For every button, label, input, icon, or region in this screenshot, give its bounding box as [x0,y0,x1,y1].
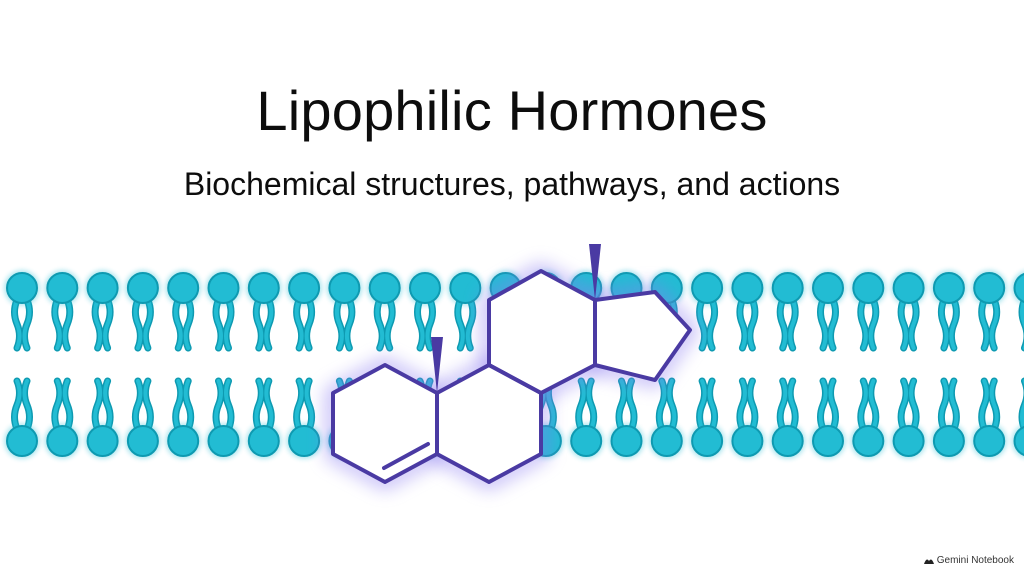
phospholipid [165,270,202,459]
lipid-head [6,272,38,304]
lipid-head [449,272,482,304]
lipid-head [6,425,38,457]
phospholipid [890,270,927,459]
phospholipid [971,270,1008,459]
lipid-head [46,425,79,457]
notebook-logo-icon [923,559,934,564]
double-bond [382,442,430,470]
lipid-head [771,272,804,304]
steroid-molecule-icon [326,244,699,490]
phospholipid [286,270,323,459]
phospholipid [1011,270,1024,459]
phospholipid [245,270,282,459]
lipid-head [650,425,683,457]
page-subtitle: Biochemical structures, pathways, and ac… [183,166,841,202]
lipid-head [1013,272,1024,304]
phospholipid [44,270,81,459]
page-title: Lipophilic Hormones [256,79,768,142]
phospholipid [124,270,161,459]
lipid-head [852,425,885,457]
lipid-head [126,425,159,457]
phospholipid [850,270,887,459]
lipid-head [328,272,361,304]
lipid-head [167,425,200,457]
lipid-head [731,272,764,304]
watermark-text: Gemini Notebook [936,555,1014,566]
lipid-head [610,425,643,457]
ring-d [593,290,692,382]
lipid-head [86,272,119,304]
lipid-head [86,425,119,457]
phospholipid [205,270,242,459]
lipid-head [207,425,240,457]
lipid-head [409,272,441,304]
methyl-wedge [431,337,443,393]
lipid-head [812,425,844,457]
lipid-head [973,425,1006,457]
lipid-head [207,272,240,304]
lipid-head [731,425,764,457]
lipid-head [812,272,844,304]
lipid-head [892,425,925,457]
phospholipid [84,270,121,459]
lipid-head [932,425,965,457]
phospholipid [769,270,806,459]
lipid-head [691,425,724,457]
lipid-head [691,272,724,304]
lipid-head [247,425,280,457]
lipid-head [288,425,321,457]
lipid-head [852,272,885,304]
lipid-head [771,425,804,457]
phospholipid [930,270,967,459]
lipid-head [570,425,603,457]
lipid-head [932,272,965,304]
lipid-head [167,272,200,304]
methyl-wedge [589,244,601,300]
lipid-head [126,272,159,304]
lipid-head [46,272,79,304]
phospholipid [729,270,766,459]
lipid-head [973,272,1006,304]
lipid-head [247,272,280,304]
lipid-head [1013,425,1024,457]
lipid-head [892,272,925,304]
phospholipid [4,270,40,459]
phospholipid [810,270,846,459]
phospholipid [689,270,726,459]
lipid-head [368,272,401,304]
watermark: Gemini Notebook [923,555,1014,566]
lipid-head [288,272,321,304]
